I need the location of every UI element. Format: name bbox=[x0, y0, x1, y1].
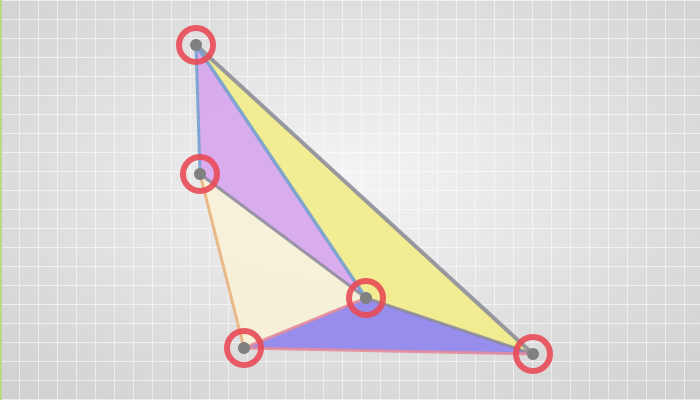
edge-upper-left-lower-left bbox=[198, 172, 246, 350]
vertex-dot bbox=[194, 168, 206, 180]
vertex-lower-left[interactable] bbox=[224, 328, 264, 368]
edge-top-center bbox=[194, 43, 368, 300]
left-edge-accent bbox=[0, 0, 2, 400]
vertex-dot bbox=[190, 39, 202, 51]
edge-lower-left-center bbox=[242, 296, 368, 350]
edges-group bbox=[194, 43, 535, 356]
edge-lower-left-right bbox=[242, 346, 535, 356]
vertex-right[interactable] bbox=[513, 334, 553, 374]
vertex-ring bbox=[224, 328, 264, 368]
blue-triangle bbox=[244, 298, 533, 354]
vertex-upper-left[interactable] bbox=[180, 154, 220, 194]
edge-center-right bbox=[364, 296, 535, 356]
vertex-ring bbox=[513, 334, 553, 374]
vertex-top[interactable] bbox=[176, 25, 216, 65]
vertex-ring bbox=[346, 278, 386, 318]
edge-upper-left-center bbox=[198, 172, 368, 300]
vertex-dot bbox=[360, 292, 372, 304]
vertex-dot bbox=[527, 348, 539, 360]
vertex-markers-group bbox=[176, 25, 553, 374]
cream-triangle bbox=[200, 174, 366, 348]
vertex-center[interactable] bbox=[346, 278, 386, 318]
edge-top-upper-left bbox=[194, 43, 202, 176]
vertex-ring bbox=[176, 25, 216, 65]
vertex-dot bbox=[238, 342, 250, 354]
edge-top-right bbox=[194, 43, 535, 356]
vertex-ring bbox=[180, 154, 220, 194]
